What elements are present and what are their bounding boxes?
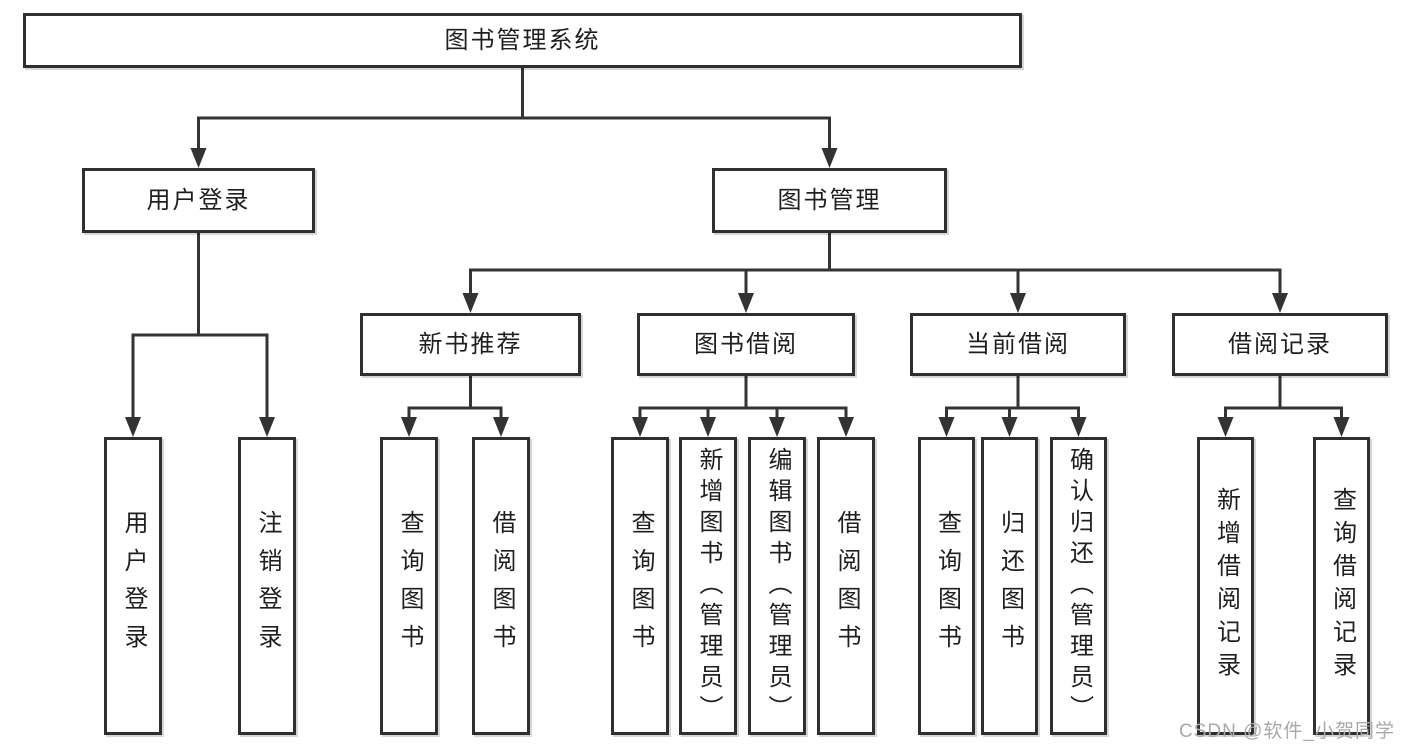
arrowhead-icon (838, 417, 854, 437)
node-label: 新书推荐 (418, 330, 523, 358)
arrowhead-icon (738, 293, 754, 313)
node-logout: 注销登录 (238, 437, 296, 735)
arrowhead-icon (1272, 293, 1288, 313)
node-label: 图书管理 (777, 186, 882, 214)
node-book-mgmt: 图书管理 (712, 168, 947, 233)
node-bb-query: 查询图书 (611, 437, 669, 735)
node-label: 用户登录 (146, 186, 251, 214)
arrowhead-icon (259, 417, 275, 437)
node-login: 用户登录 (104, 437, 162, 735)
arrowhead-icon (1010, 293, 1026, 313)
arrowhead-icon (401, 417, 417, 437)
node-bb-borrow: 借阅图书 (817, 437, 875, 735)
node-br-add: 新增借阅记录 (1197, 437, 1254, 735)
node-label: 借阅图书 (833, 510, 860, 662)
node-bb-add: 新增图书（管理员） (679, 437, 737, 735)
node-label: 查询图书 (933, 510, 961, 662)
node-label: 新增图书（管理员） (695, 446, 722, 726)
arrowhead-icon (769, 417, 785, 437)
node-cb-confirm: 确认归还（管理员） (1050, 437, 1107, 735)
node-label: 图书管理系统 (444, 26, 601, 54)
node-current-borrow: 当前借阅 (910, 313, 1126, 376)
arrowhead-icon (1217, 417, 1234, 437)
arrowhead-icon (190, 148, 207, 168)
node-label: 当前借阅 (966, 330, 1070, 358)
arrowhead-icon (700, 417, 716, 437)
arrowhead-icon (1070, 417, 1087, 437)
arrowhead-icon (632, 417, 648, 437)
node-label: 归还图书 (996, 510, 1024, 662)
node-new-book-rec: 新书推荐 (360, 313, 581, 376)
node-rec-query: 查询图书 (380, 437, 438, 735)
node-label: 借阅图书 (488, 510, 515, 662)
arrowhead-icon (462, 293, 479, 313)
node-br-query: 查询借阅记录 (1313, 437, 1370, 735)
node-cb-return: 归还图书 (981, 437, 1038, 735)
node-label: 图书借阅 (694, 330, 798, 358)
node-label: 注销登录 (254, 510, 281, 662)
node-label: 查询图书 (396, 510, 423, 662)
node-label: 查询借阅记录 (1328, 487, 1356, 685)
arrowhead-icon (821, 148, 838, 168)
node-label: 编辑图书（管理员） (764, 446, 791, 726)
node-cb-query: 查询图书 (918, 437, 975, 735)
arrowhead-icon (493, 417, 509, 437)
node-borrow-records: 借阅记录 (1172, 313, 1388, 376)
arrowhead-icon (938, 417, 955, 437)
node-label: 查询图书 (627, 510, 654, 662)
node-user-login: 用户登录 (82, 168, 315, 233)
watermark-text: CSDN @软件_小贺同学 (1179, 721, 1395, 742)
node-label: 用户登录 (120, 510, 147, 662)
node-label: 借阅记录 (1228, 330, 1332, 358)
node-root: 图书管理系统 (23, 13, 1022, 68)
node-label: 确认归还（管理员） (1065, 446, 1093, 726)
node-bb-edit: 编辑图书（管理员） (748, 437, 806, 735)
arrowhead-icon (125, 417, 141, 437)
node-rec-borrow: 借阅图书 (472, 437, 530, 735)
node-label: 新增借阅记录 (1212, 487, 1240, 685)
arrowhead-icon (1001, 417, 1018, 437)
node-book-borrow: 图书借阅 (637, 313, 855, 376)
arrowhead-icon (1333, 417, 1350, 437)
